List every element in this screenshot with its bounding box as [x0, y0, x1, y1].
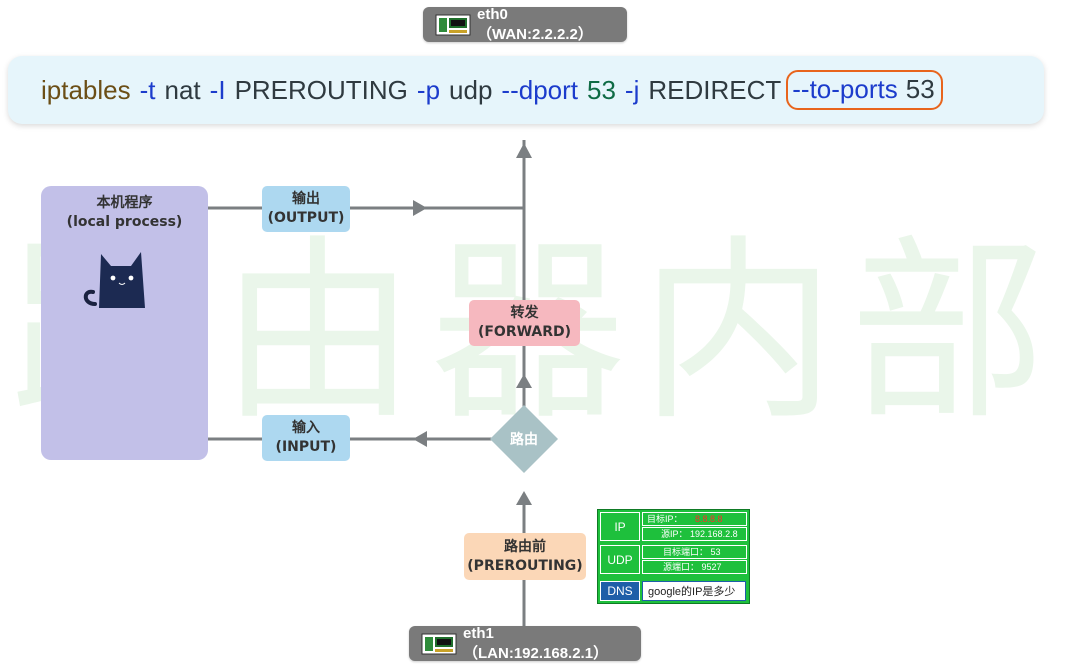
packet-dst-ip: 目标IP： 8.8.8.8 [642, 512, 747, 526]
packet-src-port: 源端口： 9527 [642, 560, 747, 574]
forward-chain-cn: 转发 [510, 305, 539, 321]
forward-chain-en: (FORWARD) [477, 324, 572, 340]
local-process-title-en: (local process) [66, 214, 183, 230]
packet-dns-label: DNS [600, 581, 640, 601]
wan-interface-label: eth0（WAN:2.2.2.2） [477, 5, 593, 43]
lan-interface: eth1（LAN:192.168.2.1） [409, 624, 641, 662]
prerouting-chain-cn: 路由前 [504, 538, 546, 555]
command-token: nat [164, 74, 201, 105]
arrow-up-forward [516, 374, 532, 388]
packet-src-ip-value: 192.168.2.8 [690, 529, 738, 539]
command-token: REDIRECT [648, 74, 782, 105]
input-chain-en: (INPUT) [275, 439, 337, 455]
to-ports-flag: --to-ports [792, 74, 898, 104]
command-tokens: iptables -t nat -I PREROUTING -p udp --dport 53-… [41, 75, 790, 106]
command-token: udp [449, 74, 493, 105]
command-token: PREROUTING [234, 74, 408, 105]
packet-structure: IP 目标IP： 8.8.8.8 源IP： 192.168.2.8 UDP 目标… [597, 509, 750, 604]
local-process-title: 本机程序 (local process) [41, 194, 208, 232]
lan-interface-label: eth1（LAN:192.168.2.1） [463, 624, 609, 662]
local-process-box: 本机程序 (local process) [41, 186, 208, 460]
cat-icon [83, 252, 145, 308]
input-chain: 输入 (INPUT) [262, 415, 350, 461]
prerouting-chain-en: (PREROUTING) [467, 557, 583, 574]
output-chain-cn: 输出 [292, 191, 320, 207]
arrow-up-top [516, 143, 532, 158]
packet-dst-ip-value: 8.8.8.8 [695, 514, 723, 524]
packet-dst-ip-label: 目标IP： [647, 514, 683, 524]
arrow-right-output [413, 200, 427, 216]
packet-ip-label: IP [600, 512, 640, 541]
packet-dns-value: google的IP是多少 [642, 581, 746, 601]
packet-udp-label: UDP [600, 545, 640, 574]
output-chain: 输出 (OUTPUT) [262, 186, 350, 232]
forward-chain: 转发 (FORWARD) [469, 300, 580, 346]
command-token: 53 [587, 74, 616, 105]
packet-src-ip: 源IP： 192.168.2.8 [642, 527, 747, 541]
command-token: --dport [501, 74, 578, 105]
command-token: -I [209, 74, 226, 105]
network-card-icon [435, 14, 471, 35]
command-token: -p [416, 74, 441, 105]
packet-src-ip-label: 源IP： [661, 529, 688, 539]
wan-interface: eth0（WAN:2.2.2.2） [423, 5, 627, 43]
command-token: iptables [41, 74, 131, 105]
network-card-icon [421, 633, 457, 654]
command-token: -j [624, 74, 640, 105]
to-ports-value: 53 [905, 74, 935, 104]
local-process-title-cn: 本机程序 [96, 195, 153, 211]
routing-diamond [490, 405, 558, 473]
output-chain-en: (OUTPUT) [267, 210, 345, 226]
command-token: -t [139, 74, 156, 105]
input-chain-cn: 输入 [292, 420, 320, 436]
prerouting-chain: 路由前 (PREROUTING) [464, 533, 586, 580]
arrow-up-prerouting [516, 491, 532, 505]
arrow-left-input [413, 431, 427, 447]
packet-dst-port: 目标端口： 53 [642, 545, 747, 559]
routing-label: 路由 [510, 431, 538, 448]
